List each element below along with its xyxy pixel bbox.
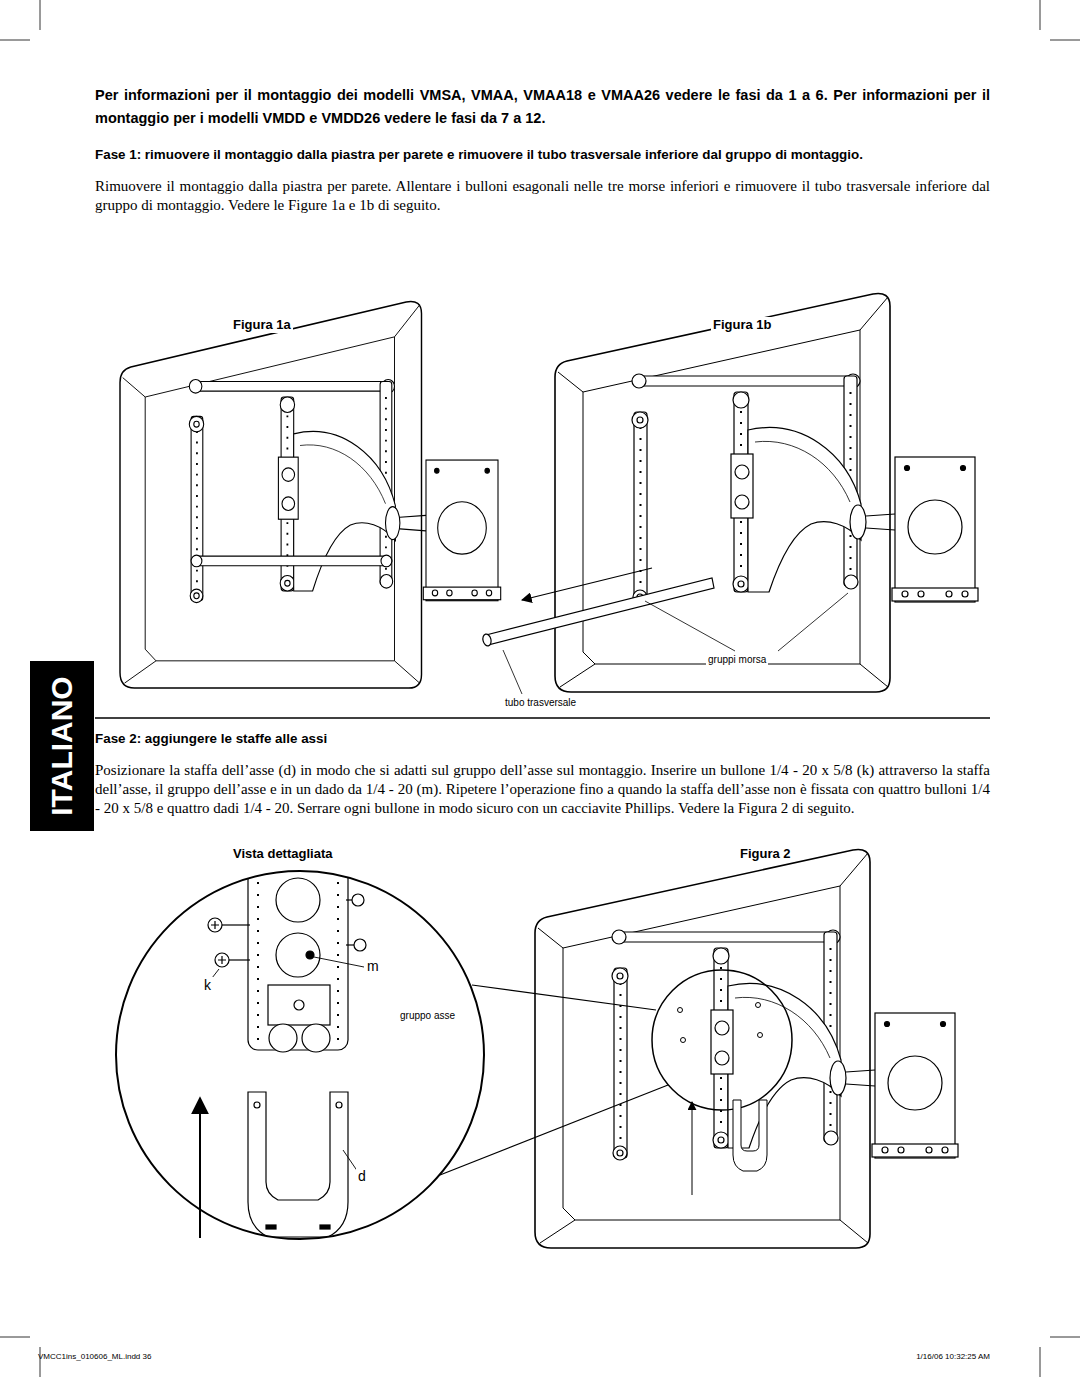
callout-letter: d	[356, 1168, 368, 1184]
body-text: Posizionare la staffa dell’asse (d) in m…	[95, 761, 990, 818]
part-label: gruppo asse	[398, 1010, 457, 1022]
footer-text: 1/16/06 10:32:25 AM	[916, 1352, 990, 1362]
callout-letter: k	[202, 977, 213, 993]
step-heading: Fase 1: rimuovere il montaggio dalla pia…	[95, 146, 990, 164]
figure-title: Figura 2	[738, 846, 793, 862]
step-heading: Fase 2: aggiungere le staffe alle assi	[95, 730, 990, 748]
footer-text: VMCC1ins_010606_ML.indd 36	[38, 1352, 151, 1362]
figure-title: Figura 1a	[231, 317, 293, 333]
body-text: Rimuovere il montaggio dalla piastra per…	[95, 177, 990, 215]
part-label: tubo trasversale	[503, 697, 578, 709]
part-label: gruppi morsa	[706, 654, 768, 666]
callout-letter: m	[365, 958, 381, 974]
language-tab: ITALIANO	[30, 661, 94, 831]
figure-title: Vista dettagliata	[231, 846, 334, 862]
text-column: Per informazioni per il montaggio dei mo…	[95, 84, 990, 215]
text-column: Fase 2: aggiungere le staffe alle assiPo…	[95, 730, 990, 818]
figure-title: Figura 1b	[711, 317, 774, 333]
intro-text: Per informazioni per il montaggio dei mo…	[95, 84, 990, 130]
tab-label: ITALIANO	[46, 676, 78, 815]
